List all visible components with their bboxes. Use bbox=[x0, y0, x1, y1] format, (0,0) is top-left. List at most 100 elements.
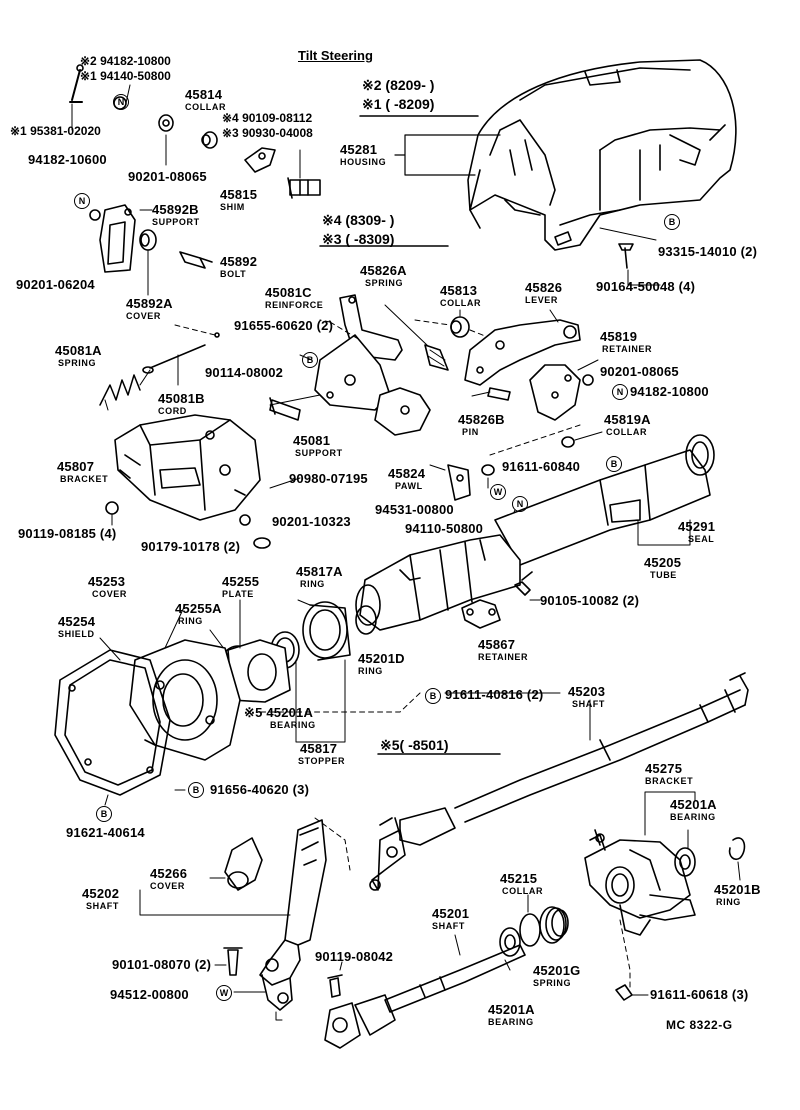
part-94182-10800-b-label: 94182-10800 bbox=[630, 384, 709, 399]
part-45201b-label: 45201B bbox=[714, 882, 761, 897]
part-45281-label: 45281 bbox=[340, 142, 378, 157]
part-45275-label: 45275 bbox=[645, 761, 683, 776]
part-45081c-name: REINFORCE bbox=[265, 300, 324, 310]
part-45081b-name: CORD bbox=[158, 406, 187, 416]
part-45205-name: TUBE bbox=[650, 570, 677, 580]
part-45813-name: COLLAR bbox=[440, 298, 482, 308]
part-45807-label: 45807 bbox=[57, 459, 95, 474]
part-45201d-name: RING bbox=[358, 666, 383, 676]
part-45892-label: 45892 bbox=[220, 254, 258, 269]
part-45291-name: SEAL bbox=[688, 534, 715, 544]
w-marker: W bbox=[490, 484, 506, 500]
b-marker: B bbox=[188, 782, 204, 798]
part-45817-name: STOPPER bbox=[298, 756, 346, 766]
part-45892a-name: COVER bbox=[126, 311, 162, 321]
part-45081a-name: SPRING bbox=[58, 358, 97, 368]
part-45826a-label: 45826A bbox=[360, 263, 407, 278]
serial-note-3: ※3 ( -8309) bbox=[322, 231, 395, 247]
shaft-45203-shape bbox=[454, 672, 749, 823]
part-45253-name: COVER bbox=[92, 589, 128, 599]
part-45266-label: 45266 bbox=[150, 866, 188, 881]
part-45819a-name: COLLAR bbox=[606, 427, 648, 437]
part-45826b-name: PIN bbox=[462, 427, 479, 437]
part-45201-label: 45201 bbox=[432, 906, 470, 921]
n-marker: N bbox=[113, 94, 129, 110]
part-45826-label: 45826 bbox=[525, 280, 563, 295]
w-marker: W bbox=[216, 985, 232, 1001]
part-90164-50048-label: 90164-50048 (4) bbox=[596, 279, 696, 294]
part-45892b-name: SUPPORT bbox=[152, 217, 200, 227]
housing-shape bbox=[467, 59, 737, 251]
b-marker: B bbox=[96, 806, 112, 822]
part-45202-label: 45202 bbox=[82, 886, 120, 901]
part-94182-10600-label: 94182-10600 bbox=[28, 152, 107, 167]
part-45824-name: PAWL bbox=[395, 481, 423, 491]
part-45892a-label: 45892A bbox=[126, 296, 173, 311]
reference-code: MC 8322-G bbox=[666, 1018, 733, 1032]
part-45814-label: 45814 bbox=[185, 87, 223, 102]
part-94140-50800-label: ※1 94140-50800 bbox=[80, 69, 171, 83]
part-45867-label: 45867 bbox=[478, 637, 516, 652]
part-45254-label: 45254 bbox=[58, 614, 96, 629]
part-90119-08185-label: 90119-08185 (4) bbox=[18, 526, 117, 541]
part-45819-label: 45819 bbox=[600, 329, 638, 344]
shield-45254-shape bbox=[54, 649, 171, 796]
part-45203-label: 45203 bbox=[568, 684, 606, 699]
part-91611-60618-label: 91611-60618 (3) bbox=[650, 987, 749, 1002]
part-45201-name: SHAFT bbox=[432, 921, 465, 931]
part-45201d-label: 45201D bbox=[358, 651, 405, 666]
part-45201g-label: 45201G bbox=[533, 963, 581, 978]
serial-note-1: ※1 ( -8209) bbox=[362, 96, 435, 112]
part-90930-04008-label: ※3 90930-04008 bbox=[222, 126, 313, 140]
part-91655-60620-label: 91655-60620 (2) bbox=[234, 318, 334, 333]
n-marker: N bbox=[74, 193, 90, 209]
bracket-45275-shape bbox=[584, 829, 696, 936]
b-marker: B bbox=[425, 688, 441, 704]
part-45813-label: 45813 bbox=[440, 283, 478, 298]
part-45814-name: COLLAR bbox=[185, 102, 227, 112]
diagram-title: Tilt Steering bbox=[298, 48, 373, 63]
part-45081c-label: 45081C bbox=[265, 285, 312, 300]
part-94512-00800-label: 94512-00800 bbox=[110, 987, 189, 1002]
part-90201-08065-b-label: 90201-08065 bbox=[600, 364, 679, 379]
n-marker: N bbox=[612, 384, 628, 400]
part-45826-name: LEVER bbox=[525, 295, 559, 305]
part-95381-02020-label: ※1 95381-02020 bbox=[10, 124, 101, 138]
part-45202-name: SHAFT bbox=[86, 901, 119, 911]
part-94110-50800-label: 94110-50800 bbox=[405, 521, 484, 536]
part-45817a-name: RING bbox=[300, 579, 325, 589]
part-45817-label: 45817 bbox=[300, 741, 338, 756]
serial-note-4: ※4 (8309- ) bbox=[322, 212, 395, 228]
part-45201a-a-name: BEARING bbox=[270, 720, 316, 730]
part-45266-name: COVER bbox=[150, 881, 186, 891]
part-93315-14010-label: 93315-14010 (2) bbox=[658, 244, 758, 259]
part-90179-10178-label: 90179-10178 (2) bbox=[141, 539, 241, 554]
part-90980-07195-label: 90980-07195 bbox=[289, 471, 368, 486]
part-45215-label: 45215 bbox=[500, 871, 538, 886]
part-91611-40816-label: 91611-40816 (2) bbox=[445, 687, 544, 702]
part-91621-40614-label: 91621-40614 bbox=[66, 825, 145, 840]
part-45255-label: 45255 bbox=[222, 574, 260, 589]
part-45826a-name: SPRING bbox=[365, 278, 404, 288]
part-91611-60840-label: 91611-60840 bbox=[502, 459, 581, 474]
part-45892b-label: 45892B bbox=[152, 202, 199, 217]
part-45255-name: PLATE bbox=[222, 589, 254, 599]
part-45201b-name: RING bbox=[716, 897, 741, 907]
shaft-45201-shape bbox=[324, 944, 526, 1049]
part-45819a-label: 45819A bbox=[604, 412, 651, 427]
part-45254-name: SHIELD bbox=[58, 629, 95, 639]
part-45201a-c-name: BEARING bbox=[488, 1017, 534, 1027]
tube-45205-shape bbox=[494, 434, 715, 566]
part-90201-10323-label: 90201-10323 bbox=[272, 514, 351, 529]
part-45255a-name: RING bbox=[178, 616, 203, 626]
b-marker: B bbox=[664, 214, 680, 230]
part-45255a-label: 45255A bbox=[175, 601, 222, 616]
part-90119-08042-label: 90119-08042 bbox=[315, 949, 394, 964]
part-45815-label: 45815 bbox=[220, 187, 258, 202]
part-45081-label: 45081 bbox=[293, 433, 331, 448]
bracket-45807-shape bbox=[114, 414, 261, 521]
part-45807-name: BRACKET bbox=[60, 474, 109, 484]
part-45201a-c-label: 45201A bbox=[488, 1002, 535, 1017]
